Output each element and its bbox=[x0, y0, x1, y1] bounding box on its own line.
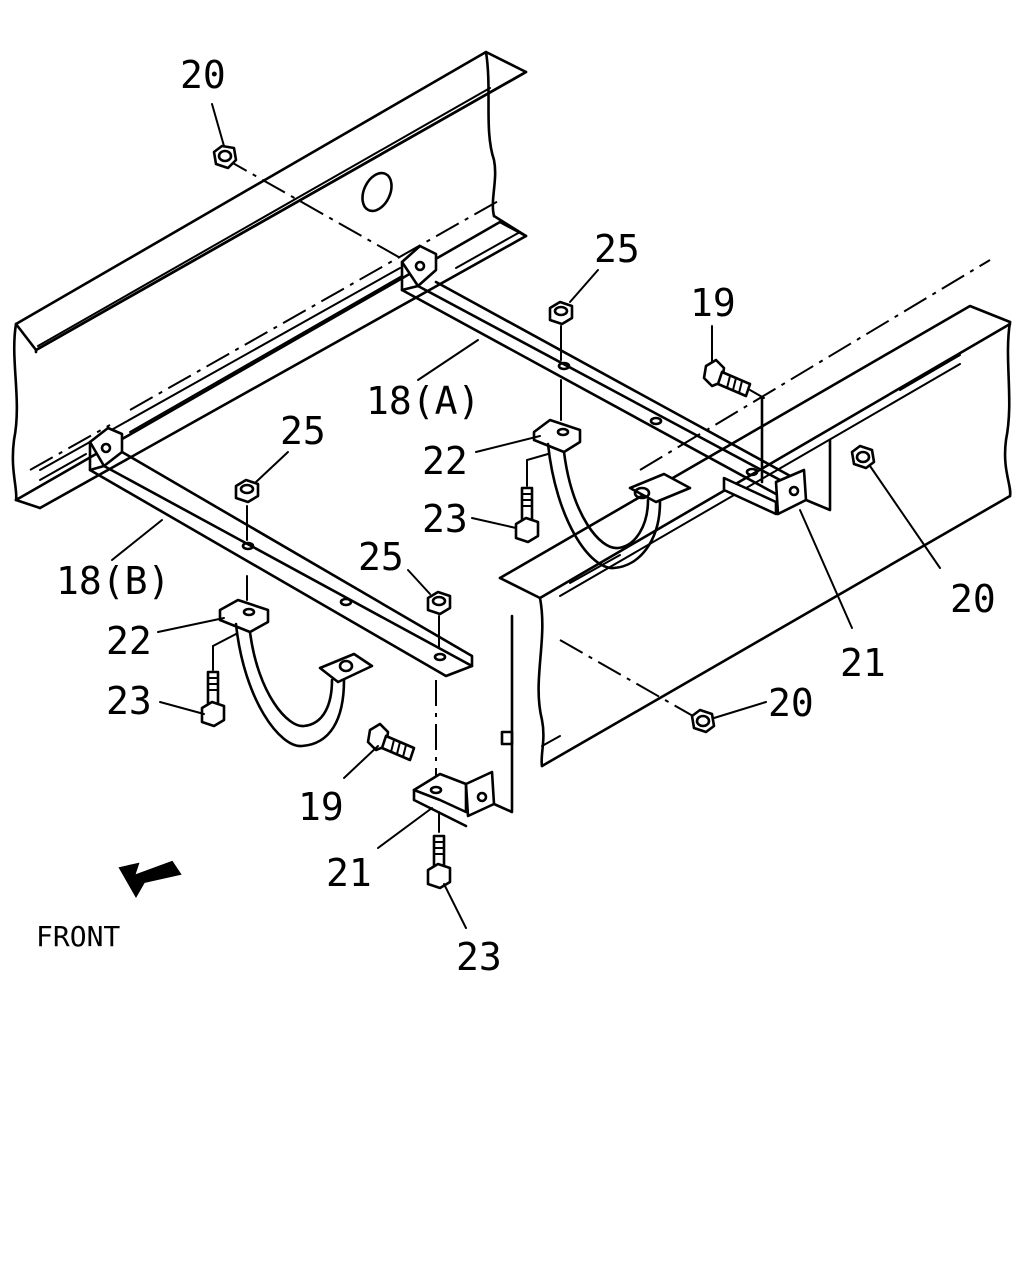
nut-20-top bbox=[212, 144, 238, 170]
label-23-a: 23 bbox=[422, 497, 468, 541]
front-label: FRONT bbox=[36, 920, 120, 953]
front-arrow-icon bbox=[118, 860, 182, 899]
label-19-a: 19 bbox=[690, 281, 736, 325]
label-25-a: 25 bbox=[594, 227, 640, 271]
nut-25-c bbox=[426, 590, 452, 649]
bracket-21b bbox=[412, 614, 514, 828]
label-18b: 18(B) bbox=[56, 559, 170, 603]
label-19-b: 19 bbox=[298, 785, 344, 829]
part-labels: 20 25 19 18(A) 22 23 20 21 25 18(B) 25 2… bbox=[36, 53, 996, 979]
bolt-19-a bbox=[702, 358, 765, 399]
bolt-23-a bbox=[514, 453, 549, 544]
label-22-b: 22 bbox=[106, 619, 152, 663]
bolt-23-c bbox=[426, 811, 452, 890]
nut-25-a bbox=[548, 300, 574, 421]
left-frame-rail bbox=[11, 50, 528, 510]
leader-lines bbox=[111, 103, 941, 929]
bolt-23-b bbox=[200, 633, 237, 728]
clamp-22b bbox=[218, 598, 374, 748]
label-20-top: 20 bbox=[180, 53, 226, 97]
label-20-mid: 20 bbox=[768, 681, 814, 725]
label-21-b: 21 bbox=[326, 851, 372, 895]
label-22-a: 22 bbox=[422, 439, 468, 483]
label-21-a: 21 bbox=[840, 641, 886, 685]
bolt-19-b bbox=[366, 722, 416, 762]
label-23-b: 23 bbox=[106, 679, 152, 723]
clamp-22a bbox=[532, 418, 692, 570]
nut-20-mid bbox=[690, 708, 716, 734]
bracket-18b bbox=[88, 426, 474, 678]
label-20-right: 20 bbox=[950, 577, 996, 621]
label-25-c: 25 bbox=[358, 535, 404, 579]
bracket-21a bbox=[722, 396, 832, 516]
label-25-b: 25 bbox=[280, 409, 326, 453]
label-18a: 18(A) bbox=[366, 379, 480, 423]
label-23-c: 23 bbox=[456, 935, 502, 979]
nut-25-b bbox=[234, 478, 260, 601]
nut-20-right bbox=[850, 444, 876, 470]
